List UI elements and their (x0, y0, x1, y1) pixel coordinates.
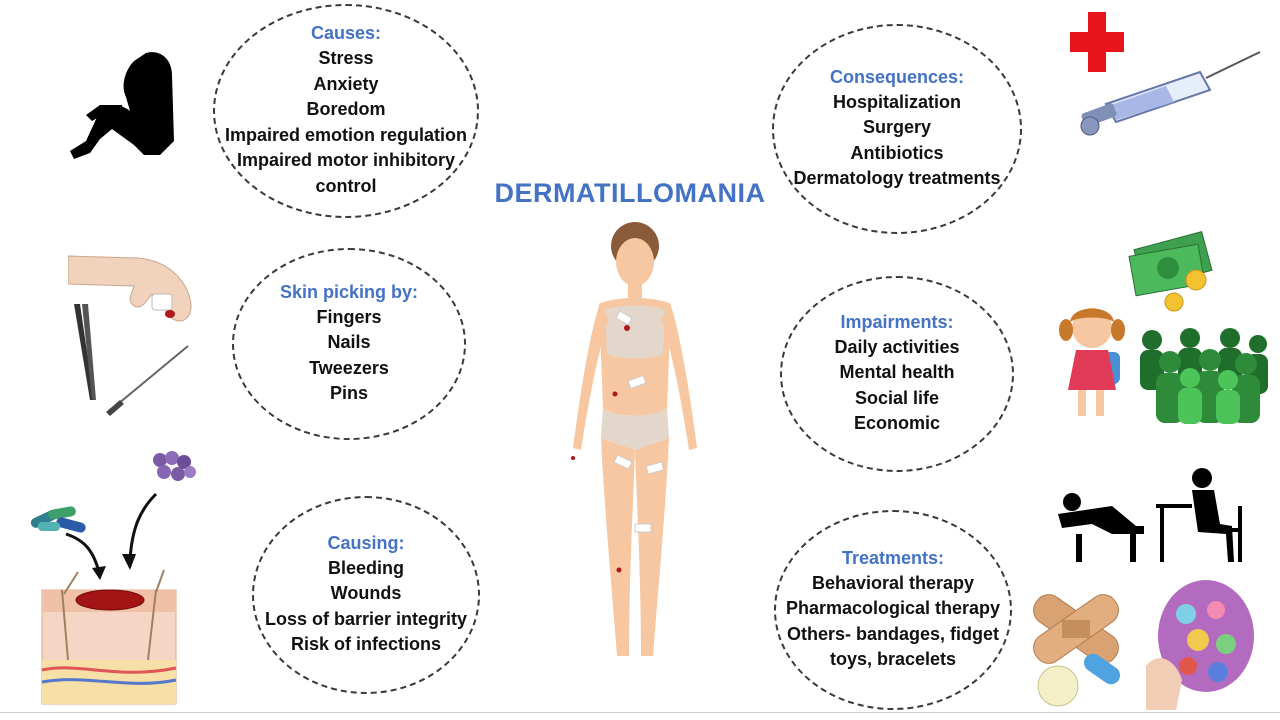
treatments-item: toys, bracelets (829, 649, 957, 669)
treatments-item: Others- bandages, fidget (786, 623, 1000, 644)
treatments-item: Behavioral therapy (811, 572, 975, 593)
bottom-border (0, 712, 1280, 713)
fidget-ball-icon (1146, 580, 1254, 710)
consequences-bubble: Consequences: Hospitalization Surgery An… (772, 24, 1022, 234)
consequences-item: Hospitalization (832, 91, 961, 112)
causes-item: Anxiety (313, 73, 379, 94)
impairments-item: Daily activities (834, 336, 960, 357)
pill-icon (1037, 653, 1121, 707)
hand-picking-icon (68, 255, 192, 322)
therapy-session-icon (1058, 468, 1242, 562)
crowd-icon (1140, 328, 1268, 424)
skin-picking-item: Tweezers (309, 357, 389, 378)
treatments-item: Pharmacological therapy (785, 598, 1001, 618)
tweezers-icon (74, 304, 96, 400)
consequences-item: Antibiotics (850, 142, 944, 163)
bacteria-icon (30, 506, 86, 533)
syringe-icon (1080, 51, 1261, 136)
money-icon (1128, 231, 1213, 312)
impairments-item: Economic (853, 413, 941, 433)
causes-item: Impaired motor inhibitory (236, 150, 455, 170)
causing-heading: Causing: (327, 532, 405, 553)
causing-item: Wounds (330, 583, 402, 603)
impairments-bubble: Impairments: Daily activities Mental hea… (780, 276, 1014, 472)
causes-item: Impaired emotion regulation (224, 124, 468, 145)
consequences-item: Dermatology treatments (793, 168, 1001, 188)
arrows-icon (65, 492, 158, 580)
causing-bubble: Causing: Bleeding Wounds Loss of barrier… (252, 496, 480, 694)
treatments-bubble: Treatments: Behavioral therapy Pharmacol… (774, 510, 1012, 710)
causing-item: Loss of barrier integrity (264, 608, 468, 629)
impairments-item: Social life (854, 387, 940, 408)
sitting-person-silhouette-icon (70, 52, 174, 159)
pin-icon (106, 345, 189, 416)
causes-heading: Causes: (310, 23, 382, 43)
red-cross-icon (1070, 12, 1124, 72)
treatments-heading: Treatments: (841, 547, 945, 568)
skin-picking-heading: Skin picking by: (279, 281, 419, 302)
causes-item: Boredom (306, 99, 386, 119)
bandage-icon (1033, 594, 1119, 664)
causes-item: Stress (318, 48, 374, 68)
impairments-item: Mental health (839, 362, 955, 382)
woman-body-figure (571, 222, 697, 656)
skin-picking-bubble: Skin picking by: Fingers Nails Tweezers … (232, 248, 466, 440)
skin-picking-item: Fingers (316, 306, 382, 327)
virus-cluster-icon (153, 451, 196, 481)
causing-item: Risk of infections (290, 634, 442, 654)
child-icon (1059, 308, 1125, 416)
causes-item: control (315, 175, 377, 196)
consequences-item: Surgery (862, 117, 932, 137)
skin-picking-item: Pins (329, 383, 368, 403)
skin-picking-item: Nails (327, 332, 371, 352)
page-title: DERMATILLOMANIA (494, 178, 766, 208)
impairments-heading: Impairments: (840, 311, 954, 332)
consequences-heading: Consequences: (829, 66, 965, 87)
skin-wound-icon (41, 570, 177, 705)
causes-bubble: Causes: Stress Anxiety Boredom Impaired … (213, 4, 479, 218)
causing-item: Bleeding (327, 557, 404, 578)
